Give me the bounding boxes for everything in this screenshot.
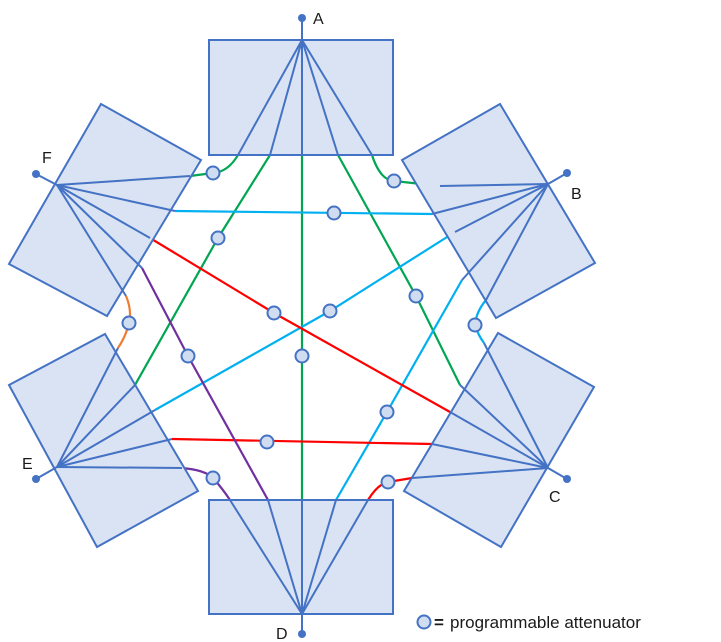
attenuator-a-c: [408, 288, 424, 304]
link-e-c: [171, 437, 433, 446]
port-f-dot: [32, 170, 40, 178]
attenuator-d-c: [380, 474, 396, 490]
node-label-e: E: [22, 456, 33, 473]
attenuator-b-c: [467, 317, 483, 333]
block-e: [7, 332, 200, 549]
attenuators: [121, 165, 483, 490]
node-label-a: A: [313, 11, 324, 28]
port-c-dot: [563, 475, 571, 483]
node-label-d: D: [276, 626, 288, 642]
attenuator-e-b: [322, 303, 338, 319]
attenuator-f-d: [180, 348, 196, 364]
attenuator-f-e: [121, 315, 137, 331]
port-a-dot: [298, 14, 306, 22]
legend: = programmable attenuator: [416, 613, 641, 632]
block-a: [208, 14, 394, 156]
attenuator-a-d: [294, 348, 310, 364]
block-d: [208, 499, 394, 638]
block-f: [7, 102, 203, 318]
attenuator-e-d: [205, 470, 221, 486]
attenuator-a-e: [210, 230, 226, 246]
link-f-b: [174, 209, 433, 216]
link-e-b: [154, 231, 456, 411]
legend-text: programmable attenuator: [450, 613, 641, 632]
attenuator-a-f: [205, 165, 221, 181]
block-f-body: [7, 102, 203, 318]
block-b: [400, 102, 597, 320]
node-label-c: C: [549, 489, 561, 506]
node-label-f: F: [42, 150, 52, 167]
node-label-b: B: [571, 186, 582, 203]
legend-equals: =: [434, 613, 444, 632]
attenuator-a-b: [386, 173, 402, 189]
port-d-dot: [298, 630, 306, 638]
attenuator-f-c: [266, 305, 282, 321]
port-e-dot: [32, 475, 40, 483]
block-c: [402, 331, 596, 549]
block-b-body: [400, 102, 597, 320]
legend-attenuator-icon: [416, 614, 432, 630]
port-b-dot: [563, 169, 571, 177]
attenuator-f-b: [326, 205, 342, 221]
attenuator-e-c: [259, 434, 275, 450]
attenuator-d-b: [379, 404, 395, 420]
